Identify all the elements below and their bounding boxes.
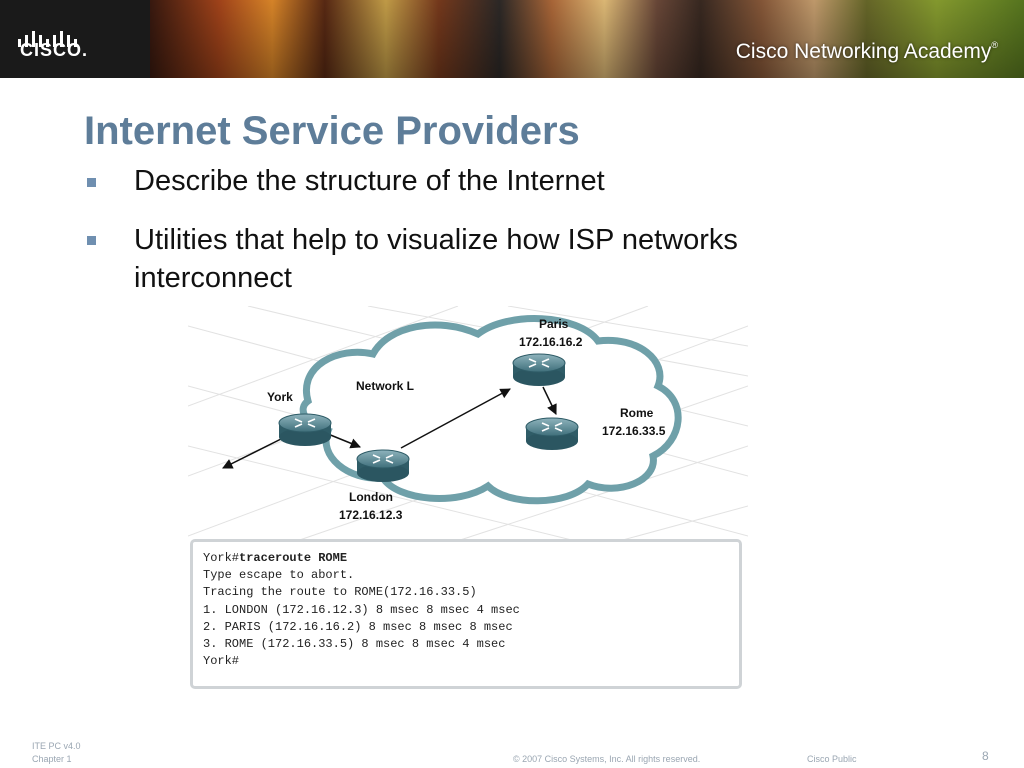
cloud-label: Network L [356,379,414,393]
router-rome-label: Rome [620,406,654,420]
footer-chapter: Chapter 1 [32,754,72,764]
link-london-paris [400,388,511,449]
router-paris-icon [512,353,566,387]
cisco-bridge-logo-icon [18,31,77,47]
link-paris-rome [542,386,557,415]
slide-title: Internet Service Providers [84,109,580,153]
academy-title-text: Cisco Networking Academy [735,40,992,63]
router-york-label: York [267,390,293,404]
footer-classification: Cisco Public [807,754,857,764]
header-banner: CISCO. Cisco Networking Academy® [0,0,1024,78]
bullet-marker [87,178,96,187]
bullet-1: Describe the structure of the Internet [134,165,605,197]
router-london-icon [356,449,410,483]
bullet-2: Utilities that help to visualize how ISP… [134,224,738,256]
link-york-london [327,433,361,449]
terminal-command: traceroute ROME [239,551,348,565]
cisco-logo-text: CISCO. [20,40,89,60]
router-rome-icon [525,417,579,451]
banner-photo-strip [150,0,1024,78]
bullet-2-continued: interconnect [134,262,292,294]
router-paris-ip: 172.16.16.2 [519,335,583,349]
academy-title: Cisco Networking Academy® [736,40,998,64]
link-york-outside [222,437,284,469]
router-york-icon [278,413,332,447]
page-number: 8 [982,749,989,763]
terminal-line: York# [203,654,240,669]
router-paris-label: Paris [539,317,569,331]
terminal-line: 1. LONDON (172.16.12.3) 8 msec 8 msec 4 … [203,602,520,617]
terminal-line: 3. ROME (172.16.33.5) 8 msec 8 msec 4 ms… [203,637,506,652]
terminal-line: Tracing the route to ROME(172.16.33.5) [203,585,477,600]
terminal-command-line: York#traceroute ROME [203,550,729,567]
bullet-marker [87,236,96,245]
registered-mark: ® [991,40,998,50]
router-london-label: London [349,490,393,504]
terminal-line: 2. PARIS (172.16.16.2) 8 msec 8 msec 8 m… [203,619,513,634]
footer-course: ITE PC v4.0 [32,741,81,751]
footer-copyright: © 2007 Cisco Systems, Inc. All rights re… [513,754,701,764]
terminal-line: Type escape to abort. [203,568,355,583]
router-rome-ip: 172.16.33.5 [602,424,666,438]
router-london-ip: 172.16.12.3 [339,508,403,522]
network-diagram: Network L York London 172.16.12.3 Paris … [188,306,748,544]
terminal-prompt: York# [203,551,240,565]
traceroute-terminal: York#traceroute ROME Type escape to abor… [190,539,742,689]
